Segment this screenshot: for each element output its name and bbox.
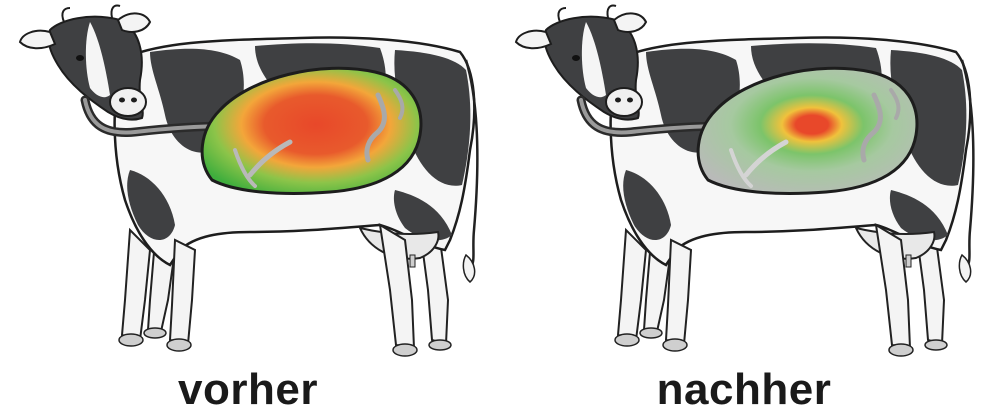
cow-illustration-after	[496, 0, 991, 370]
panel-before: vorher	[0, 0, 496, 417]
after-label: nachher	[496, 364, 991, 416]
cow-illustration-before	[0, 0, 496, 370]
panel-after: nachher	[496, 0, 991, 417]
before-label: vorher	[0, 364, 496, 416]
